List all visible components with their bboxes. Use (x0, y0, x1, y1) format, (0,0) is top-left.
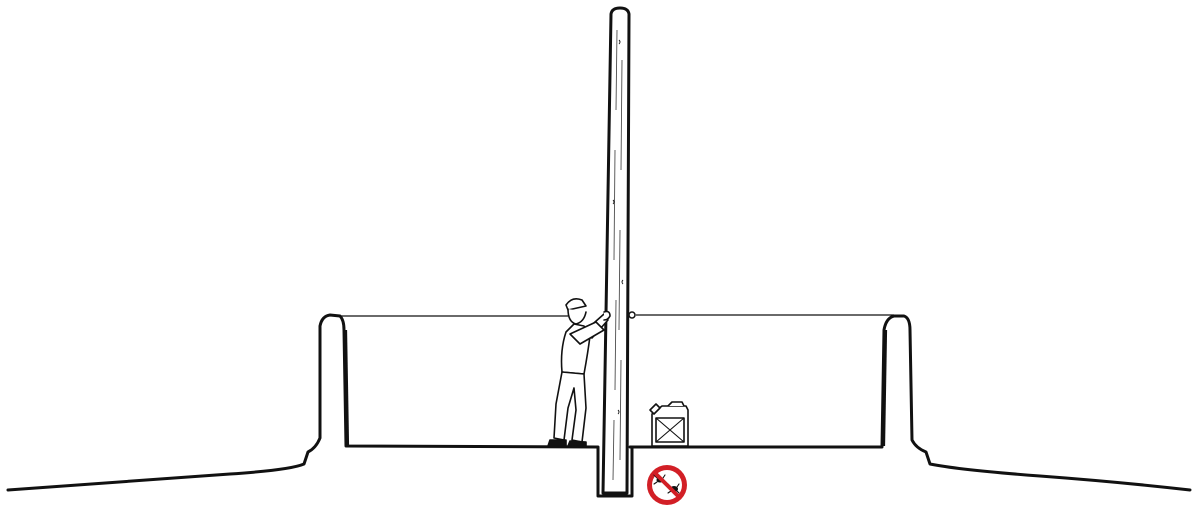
no-insects-icon (647, 465, 687, 505)
canister-icon (649, 401, 689, 447)
wooden-pole (601, 6, 631, 495)
worker-icon (547, 298, 611, 448)
guide-string-knot (628, 311, 636, 319)
right-embankment-inner (882, 329, 888, 447)
left-embankment-inner (344, 329, 350, 447)
post-hole (596, 447, 634, 498)
